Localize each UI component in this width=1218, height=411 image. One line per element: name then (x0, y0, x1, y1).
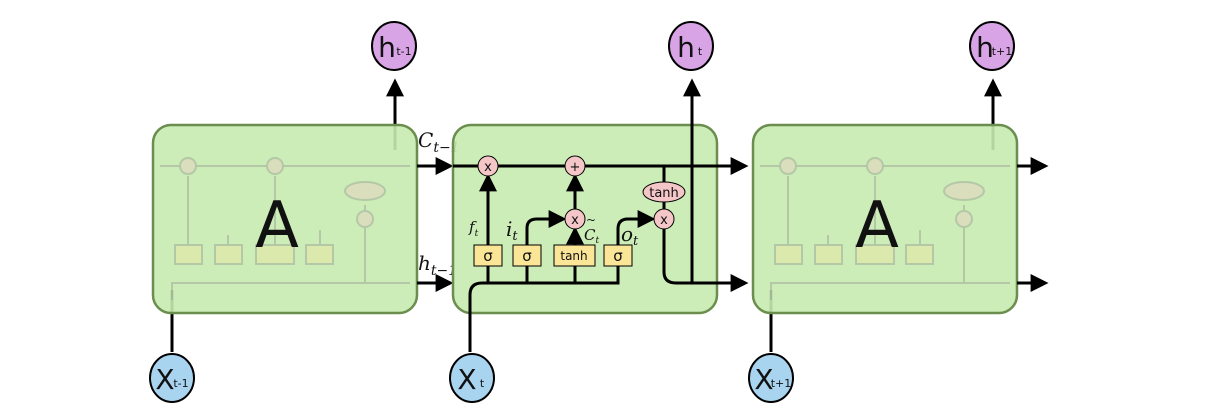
svg-text:h: h (378, 31, 396, 64)
input-node-t-plus-1: X t+1 (748, 353, 794, 403)
hidden-state-prev-label: ht−1 (418, 251, 457, 279)
svg-text:t-1: t-1 (396, 45, 411, 58)
svg-text:X: X (155, 363, 174, 396)
svg-text:tanh: tanh (560, 249, 587, 263)
output-node-t-plus-1: h t+1 (969, 21, 1015, 71)
forget-multiply-op: x (477, 155, 499, 177)
svg-text:t+1: t+1 (992, 45, 1013, 58)
output-gate-label: ot (621, 222, 639, 249)
input-node-t-minus-1: X t-1 (149, 353, 195, 403)
right-module-box (751, 123, 1019, 315)
hidden-state-out (662, 229, 749, 292)
input-node-t: X t (449, 353, 495, 403)
center-lstm-cell: x + x x tanh σ σ tanh (451, 78, 749, 352)
candidate-label: Ct (584, 226, 599, 246)
candidate-gate: tanh (553, 244, 596, 267)
output-multiply-op: x (653, 208, 675, 230)
svg-text:t+1: t+1 (771, 377, 792, 390)
svg-text:x: x (571, 213, 579, 228)
concat-input-path (468, 266, 620, 352)
left-module-internals (160, 157, 410, 300)
svg-text:X: X (754, 363, 773, 396)
input-gate-label: it (506, 217, 518, 244)
svg-text:+: + (570, 160, 581, 175)
svg-text:tanh: tanh (649, 186, 679, 201)
input-gate: σ (512, 244, 542, 267)
left-lstm-module: A (151, 78, 419, 352)
input-gate-arrow (525, 210, 567, 245)
right-lstm-module: A (751, 78, 1019, 352)
svg-text:σ: σ (613, 247, 623, 265)
add-op: + (564, 155, 586, 177)
svg-text:σ: σ (483, 247, 493, 265)
svg-text:t: t (698, 45, 703, 58)
svg-text:σ: σ (522, 247, 532, 265)
output-node-t: h t (668, 21, 714, 71)
right-module-internals (760, 157, 1010, 300)
candidate-accent: ~ (586, 213, 596, 227)
svg-text:t: t (480, 377, 485, 390)
right-module-label: A (855, 189, 899, 263)
svg-text:t-1: t-1 (173, 377, 188, 390)
svg-text:h: h (677, 31, 695, 64)
output-node-t-minus-1: h t-1 (371, 21, 417, 71)
svg-text:x: x (660, 213, 668, 228)
svg-text:x: x (484, 160, 492, 175)
input-multiply-op: x (564, 208, 586, 230)
left-module-box (151, 123, 419, 315)
output-gate-arrow (616, 210, 656, 245)
svg-text:X: X (457, 363, 476, 396)
forget-gate: σ (473, 244, 503, 267)
output-gate: σ (603, 244, 633, 267)
svg-text:h: h (976, 31, 994, 64)
tanh-op: tanh (642, 181, 686, 203)
left-module-label: A (255, 189, 299, 263)
forget-gate-label: ft (468, 218, 479, 239)
